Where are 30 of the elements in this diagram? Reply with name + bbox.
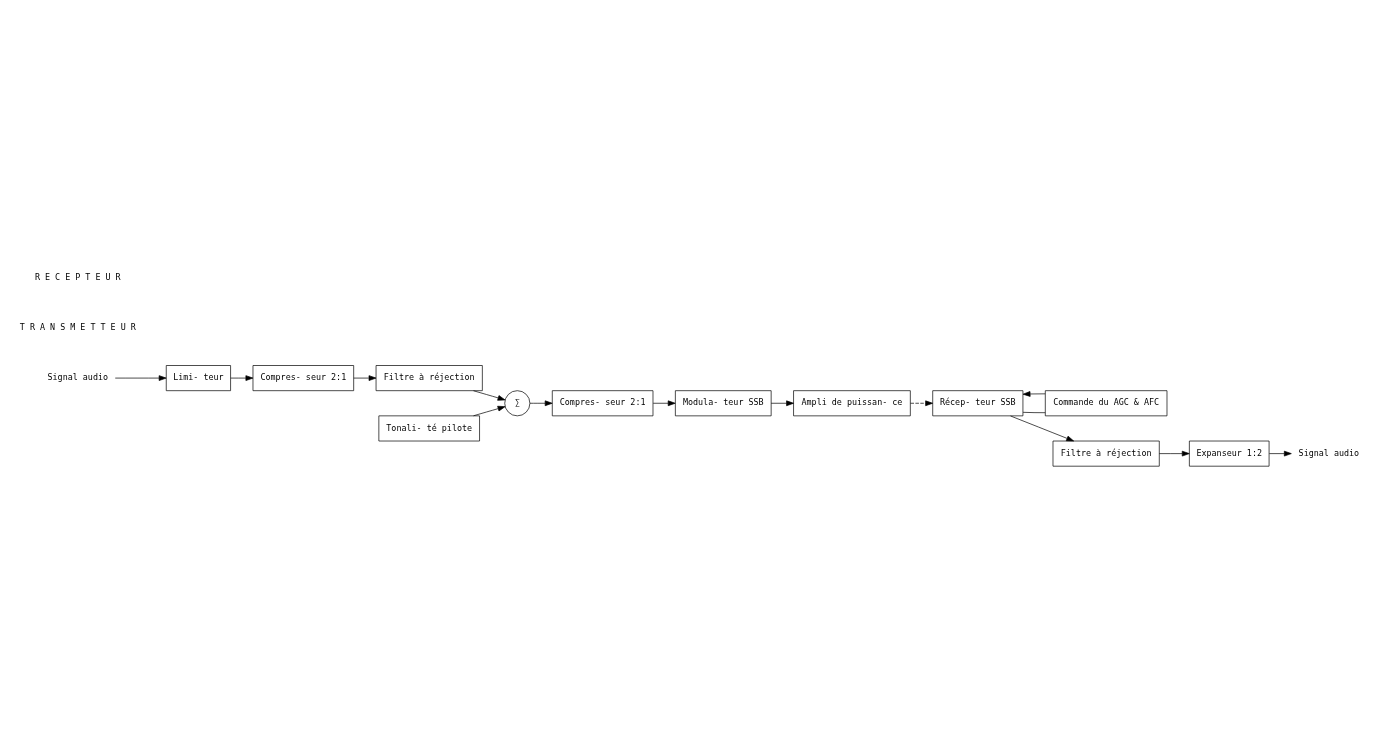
arrow (652, 399, 676, 406)
arrow (770, 399, 794, 406)
arrow (114, 374, 167, 381)
node-box: Tonali- té pilote (378, 415, 480, 441)
node-circle: ∑ (504, 389, 531, 416)
node-box: Filtre à réjection (1052, 440, 1160, 467)
node-text: Signal audio (47, 371, 109, 382)
arrow (529, 399, 553, 406)
node-box: Modula- teur SSB (675, 389, 772, 416)
node-box: Compres- seur 2:1 (252, 364, 355, 391)
arrow (1022, 390, 1046, 397)
node-box: Ampli de puissan- ce (793, 389, 911, 416)
arrow (473, 389, 506, 401)
arrow (473, 405, 506, 416)
node-box: Compres- seur 2:1 (551, 389, 654, 416)
node-box: Expanseur 1:2 (1189, 440, 1270, 467)
node-box: Commande du AGC & AFC (1044, 389, 1168, 416)
arrow (230, 374, 254, 381)
label: T R A N S M E T T E U R (19, 321, 136, 332)
arrow (353, 374, 377, 381)
node-box: Filtre à réjection (375, 364, 483, 391)
arrow (1159, 450, 1190, 456)
node-text: Signal audio (1298, 447, 1360, 458)
connector (1022, 411, 1046, 413)
arrow (1010, 415, 1074, 441)
node-box: Limi- teur (165, 364, 231, 391)
node-box: Récep- teur SSB (932, 389, 1024, 416)
label: R E C E P T E U R (34, 271, 121, 282)
arrow (910, 399, 933, 406)
arrow (1269, 450, 1292, 456)
